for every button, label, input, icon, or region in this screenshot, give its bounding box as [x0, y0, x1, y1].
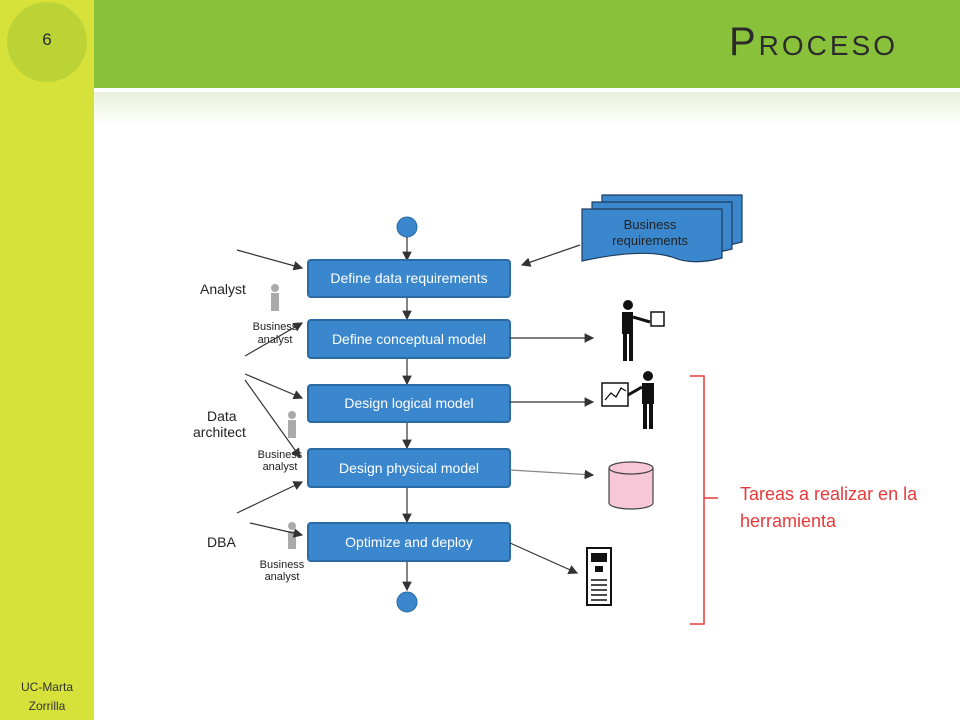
note-text: Tareas a realizar en la herramienta	[740, 484, 918, 531]
document-label-line2: requirements	[612, 233, 688, 248]
slide-number: 6	[42, 30, 52, 49]
step-label: Define data requirements	[330, 270, 487, 286]
step-design-physical-model: Design physical model	[307, 448, 511, 488]
header-divider	[94, 88, 960, 92]
role-data-architect-line2: architect	[193, 424, 246, 440]
process-diagram: Define data requirements Define conceptu…	[193, 194, 743, 613]
bracket	[690, 375, 718, 625]
role-dba: DBA	[207, 534, 236, 550]
step-design-logical-model: Design logical model	[307, 384, 511, 423]
business-analyst-figure-3: Business analyst	[260, 522, 305, 583]
step-label: Define conceptual model	[332, 331, 486, 347]
business-analyst-label-line2: analyst	[258, 334, 293, 346]
step-label: Design logical model	[344, 395, 473, 411]
step-label: Optimize and deploy	[345, 534, 473, 550]
step-define-data-requirements: Define data requirements	[307, 259, 511, 298]
business-requirements-document: Business requirements	[581, 194, 743, 263]
step-label: Design physical model	[339, 460, 479, 476]
chart-presenter-icon	[601, 371, 654, 429]
step-optimize-and-deploy: Optimize and deploy	[307, 522, 511, 562]
presenter-icon	[622, 300, 665, 361]
sidebar	[0, 0, 94, 720]
business-analyst-figure-1: Business analyst	[253, 284, 298, 346]
start-node	[396, 216, 418, 238]
database-icon	[608, 461, 654, 510]
business-analyst-label-line2: analyst	[265, 571, 300, 583]
header-bar	[94, 0, 960, 88]
author: UC-Marta Zorrilla	[20, 680, 73, 713]
document-label-line1: Business	[624, 217, 677, 232]
slide-number-badge	[7, 2, 87, 82]
slide-title: Proceso	[728, 20, 898, 64]
end-node	[396, 591, 418, 613]
header-shadow	[94, 92, 960, 126]
business-analyst-label-line2: analyst	[263, 461, 298, 473]
server-icon	[586, 547, 612, 606]
role-data-architect-line1: Data	[207, 408, 237, 424]
business-analyst-label-line1: Business	[260, 559, 305, 571]
business-analyst-label-line1: Business	[253, 321, 298, 333]
role-analyst: Analyst	[200, 281, 246, 297]
business-analyst-figure-2: Business analyst	[258, 411, 303, 473]
step-define-conceptual-model: Define conceptual model	[307, 319, 511, 359]
